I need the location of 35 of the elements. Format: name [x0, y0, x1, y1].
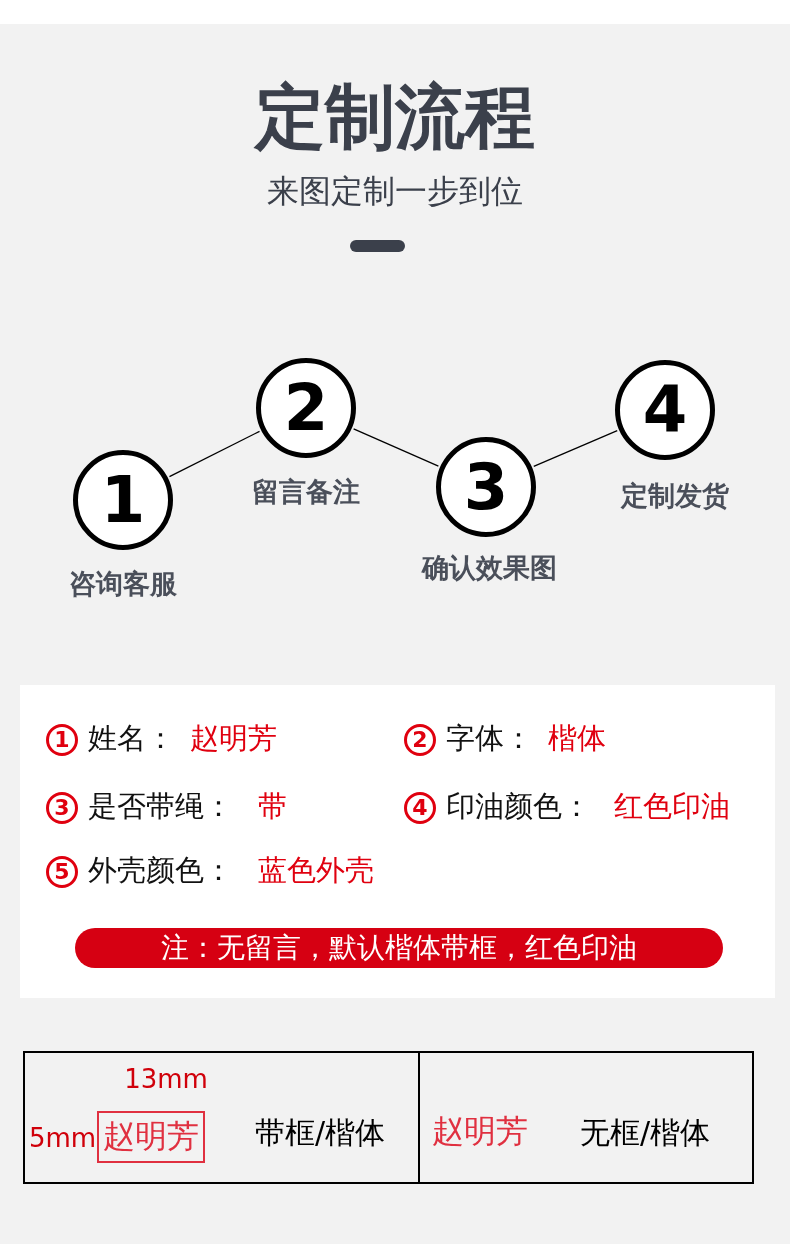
field-value: 赵明芳: [190, 720, 277, 757]
number-badge: 4: [404, 792, 436, 824]
field-label: 外壳颜色：: [88, 852, 233, 889]
field-value: 带: [258, 788, 287, 825]
field-label: 印油颜色：: [446, 788, 591, 825]
stamp-sample: 赵明芳: [432, 1111, 528, 1152]
step-circle: 4: [615, 360, 715, 460]
step-circle: 2: [256, 358, 356, 458]
step-label: 确认效果图: [421, 551, 557, 585]
number-badge: 5: [46, 856, 78, 888]
step-label: 定制发货: [621, 479, 729, 513]
number-badge: 2: [404, 724, 436, 756]
dimension-label: 5mm: [29, 1123, 97, 1153]
field-value: 蓝色外壳: [258, 852, 374, 889]
field-value: 红色印油: [614, 788, 730, 825]
connector-line: [352, 428, 440, 467]
connector-line: [168, 430, 261, 478]
step-circle: 3: [436, 437, 536, 537]
style-label: 带框/楷体: [255, 1114, 386, 1152]
title: 定制流程: [253, 75, 536, 160]
stamp-sample: 赵明芳: [97, 1111, 205, 1163]
step-label: 咨询客服: [69, 567, 177, 601]
field-value: 楷体: [548, 720, 606, 757]
number-badge: 3: [46, 792, 78, 824]
field-label: 字体：: [446, 720, 533, 757]
field-label: 是否带绳：: [88, 788, 233, 825]
step-label: 留言备注: [252, 475, 360, 509]
note-banner: 注：无留言，默认楷体带框，红色印油: [75, 928, 723, 968]
dimension-label: 13mm: [124, 1064, 208, 1094]
style-label: 无框/楷体: [580, 1114, 711, 1152]
subtitle: 来图定制一步到位: [267, 171, 523, 212]
number-badge: 1: [46, 724, 78, 756]
field-label: 姓名：: [88, 720, 175, 757]
connector-line: [533, 429, 618, 468]
step-circle: 1: [73, 450, 173, 550]
